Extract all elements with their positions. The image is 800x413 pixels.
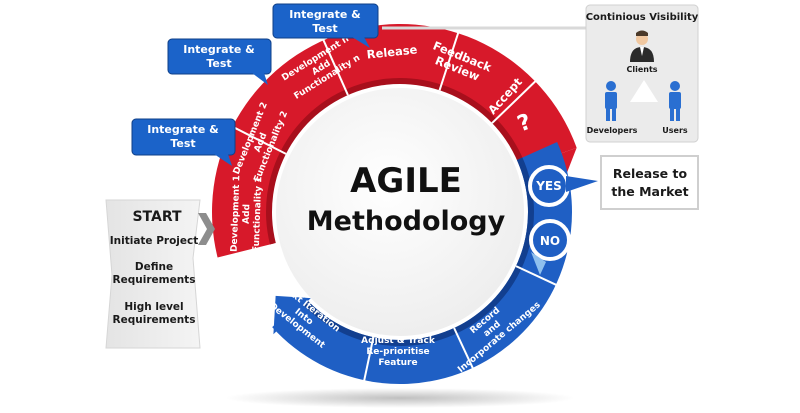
center-title: AGILE [350,161,462,201]
svg-text:Users: Users [662,126,688,135]
svg-text:Release to: Release to [613,166,688,181]
start-item-define: Define [135,261,173,273]
svg-text:the Market: the Market [611,184,688,199]
svg-text:Clients: Clients [626,65,657,74]
segment-adjust[interactable]: Adjust & Track Re-prioritise Feature [361,336,436,368]
client-person-icon [630,30,654,62]
segment-divider [453,327,475,371]
svg-text:Adjust & Track: Adjust & Track [361,336,436,346]
start-item-initiate: Initiate Project [110,235,199,247]
svg-text:Developers: Developers [587,126,638,135]
release-to-market-box[interactable]: Release to the Market [600,155,699,210]
svg-text:Add: Add [242,204,253,224]
no-badge[interactable]: NO [529,219,571,261]
callout-integrate-test-2[interactable]: Integrate & Test [167,38,272,85]
red-arc-band [211,23,577,258]
svg-text:Test: Test [170,137,195,150]
svg-text:Development 1: Development 1 [230,175,243,252]
visibility-triangle [630,80,658,102]
no-pointer-icon [531,252,546,275]
segment-divider [362,336,375,383]
svg-text:Continious Visibility: Continious Visibility [586,12,699,23]
svg-text:YES: YES [535,179,562,193]
start-arrow-icon [198,213,215,245]
svg-text:NO: NO [540,234,560,248]
ring-dividers [230,30,559,383]
yes-arrow-icon [566,176,598,192]
svg-text:Test: Test [312,22,337,35]
start-item-define-2: Requirements [113,274,196,286]
blue-arc-band [272,142,572,384]
segment-release[interactable]: Release [366,42,418,61]
yes-badge[interactable]: YES [528,165,570,207]
start-panel: START Initiate Project Define Requiremen… [105,199,215,349]
svg-text:Re-prioritise: Re-prioritise [366,347,429,357]
segment-divider [438,30,460,91]
svg-text:Integrate &: Integrate & [147,123,219,136]
svg-text:Integrate &: Integrate & [183,43,255,56]
segment-dev1[interactable]: Development 1 Add Functionality 1 [230,175,265,253]
svg-text:Functionality 1: Functionality 1 [252,176,265,252]
segment-divider [515,265,559,287]
visibility-panel: Continious Visibility Clients Developers… [585,4,699,143]
segment-divider [230,124,287,155]
developer-person-icon [605,81,617,121]
ring-blue-arc [272,142,572,384]
ring-shadow [225,388,575,408]
start-item-high-2: Requirements [113,314,196,326]
segment-divider [491,79,538,124]
svg-text:Integrate &: Integrate & [289,8,361,21]
segment-divider [321,38,349,96]
svg-text:Release: Release [366,42,418,61]
callout-integrate-test-1[interactable]: Integrate & Test [131,118,236,166]
start-item-high: High level [124,301,183,313]
svg-text:Feature: Feature [378,358,417,368]
center-disc [276,88,524,336]
user-person-icon [669,81,681,121]
callout-integrate-test-3[interactable]: Integrate & Test [272,3,379,48]
blue-arc-arrow [273,295,311,335]
svg-text:Test: Test [206,57,231,70]
center-subtitle: Methodology [307,206,506,237]
start-title: START [132,209,182,225]
